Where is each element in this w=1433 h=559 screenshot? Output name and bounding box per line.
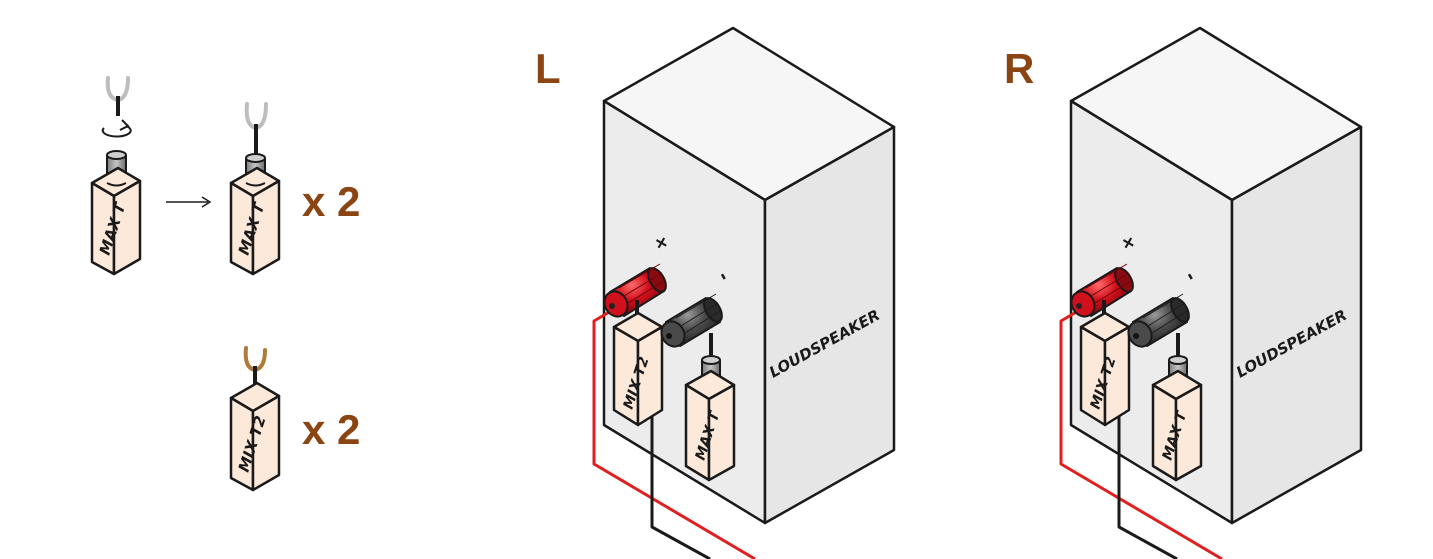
left-panel: MAX T MAX T x 2 MIX T2: [90, 76, 360, 492]
max-t-plug-assembled: MAX T: [229, 102, 281, 276]
rotate-arrow-icon: [101, 125, 132, 138]
red-terminal-icon: [1070, 263, 1134, 318]
red-speaker-wire: [1059, 309, 1223, 559]
black-terminal-icon: [660, 293, 723, 348]
arrow-right-icon: [166, 196, 212, 208]
speaker-right: R LOUDSPEAKER + - MIX T2: [1004, 26, 1363, 559]
red-terminal-icon: [603, 263, 667, 318]
mix-t2-plug: MIX T2: [229, 346, 281, 492]
rotate-arrowhead-icon: [119, 119, 130, 131]
max-t-plug-connected: MAX T: [684, 333, 736, 482]
mix-t2-plug-connected: MIX T2: [612, 300, 664, 427]
black-terminal-icon: [1127, 293, 1190, 348]
mix-t2-plug-connected: MIX T2: [1079, 300, 1131, 427]
speaker-side: [1230, 125, 1363, 525]
red-speaker-wire: [592, 309, 756, 559]
speaker-side: [763, 125, 896, 525]
speaker-left: L LOUDSPEAKER + - MIX T2: [535, 26, 896, 559]
max-t-quantity: x 2: [302, 178, 360, 225]
channel-label-l: L: [535, 45, 561, 92]
max-t-plug-connected: MAX T: [1151, 333, 1203, 482]
max-t-plug-step1: MAX T: [90, 76, 142, 276]
mix-t2-quantity: x 2: [302, 406, 360, 453]
channel-label-r: R: [1004, 45, 1034, 92]
